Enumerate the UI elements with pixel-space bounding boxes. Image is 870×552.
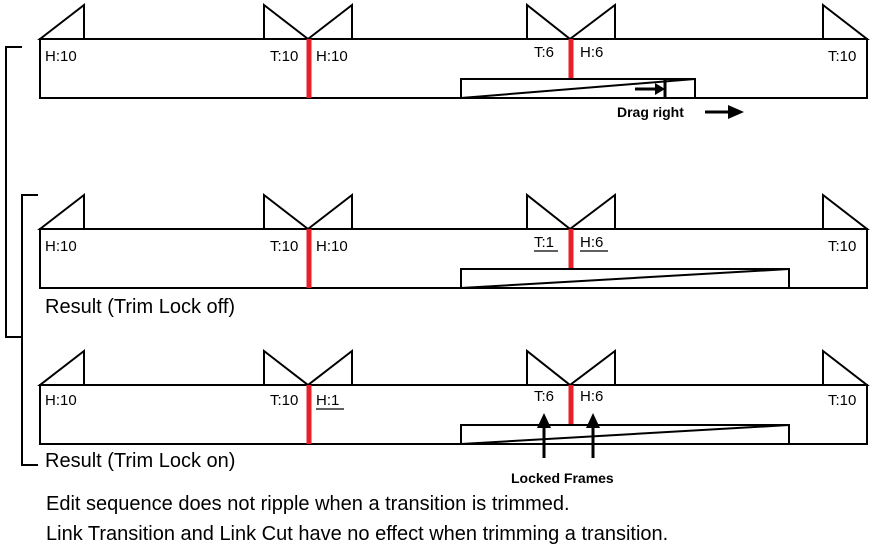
transition-marker-left xyxy=(37,2,85,40)
transition-marker-mid-right xyxy=(305,192,353,230)
result-caption: Result (Trim Lock off) xyxy=(45,296,235,318)
tail-frames-label: T:10 xyxy=(270,238,298,255)
transition-marker-right xyxy=(822,2,870,40)
transition-marker-trans-right xyxy=(567,348,616,386)
head-frames-label: H:10 xyxy=(316,48,348,65)
transition-marker-left xyxy=(37,192,85,230)
tail-frames-label: T:10 xyxy=(828,48,856,65)
drag-arrow-icon xyxy=(635,83,665,95)
transition-marker-trans-left xyxy=(526,192,573,230)
transition-marker-right xyxy=(822,348,870,386)
transition-marker-left xyxy=(37,348,85,386)
head-frames-label: H:1 xyxy=(316,392,339,409)
transition-marker-mid-right xyxy=(305,348,353,386)
transition-tail-label: T:1 xyxy=(534,234,554,251)
locked-frames-label: Locked Frames xyxy=(511,470,614,486)
footnote-link: Link Transition and Link Cut have no eff… xyxy=(46,523,668,545)
transition-marker-mid-right xyxy=(305,2,353,40)
footnote-ripple: Edit sequence does not ripple when a tra… xyxy=(46,493,570,515)
head-frames-label: H:10 xyxy=(316,238,348,255)
transition-head-label: H:6 xyxy=(580,44,603,61)
tail-frames-label: T:10 xyxy=(828,238,856,255)
drag-right-label: Drag right xyxy=(617,104,684,120)
transition-head-label: H:6 xyxy=(580,234,603,251)
transition-marker-trans-right xyxy=(567,192,616,230)
timeline-row-2: H:10 T:10 H:10 T:1 H:6 T:10 Result (Trim… xyxy=(37,192,870,318)
head-frames-label: H:10 xyxy=(45,48,77,65)
locked-frame-arrow-icon xyxy=(537,413,551,458)
transition-marker-trans-left xyxy=(526,2,573,40)
transition-tail-label: T:6 xyxy=(534,44,554,61)
caption-result-lock-on: Result (Trim Lock on) xyxy=(45,450,235,472)
drag-direction-arrow-icon xyxy=(705,105,744,119)
head-frames-label: H:10 xyxy=(45,238,77,255)
timeline-row-3: H:10 T:10 H:1 T:6 H:6 T:10 Result (Trim … xyxy=(37,348,870,486)
transition-marker-mid-left xyxy=(263,2,311,40)
inner-bracket xyxy=(21,194,38,466)
transition-marker-mid-left xyxy=(263,192,311,230)
tail-frames-label: T:10 xyxy=(270,48,298,65)
transition-marker-trans-right xyxy=(567,2,616,40)
track-bar xyxy=(39,38,868,99)
tail-frames-label: T:10 xyxy=(270,392,298,409)
transition-marker-right xyxy=(822,192,870,230)
transition-marker-trans-left xyxy=(526,348,573,386)
transition-marker-mid-left xyxy=(263,348,311,386)
transition-diagonal xyxy=(460,78,696,99)
transition-tail-label: T:6 xyxy=(534,388,554,405)
head-frames-label: H:10 xyxy=(45,392,77,409)
timeline-row-1: H:10 T:10 H:10 T:6 H:6 T:10 Drag right xyxy=(37,2,870,120)
outer-bracket xyxy=(5,46,22,338)
locked-frame-arrow-icon xyxy=(586,413,600,458)
tail-frames-label: T:10 xyxy=(828,392,856,409)
transition-diagonal xyxy=(460,424,790,445)
transition-diagonal xyxy=(460,268,790,289)
transition-head-label: H:6 xyxy=(580,388,603,405)
